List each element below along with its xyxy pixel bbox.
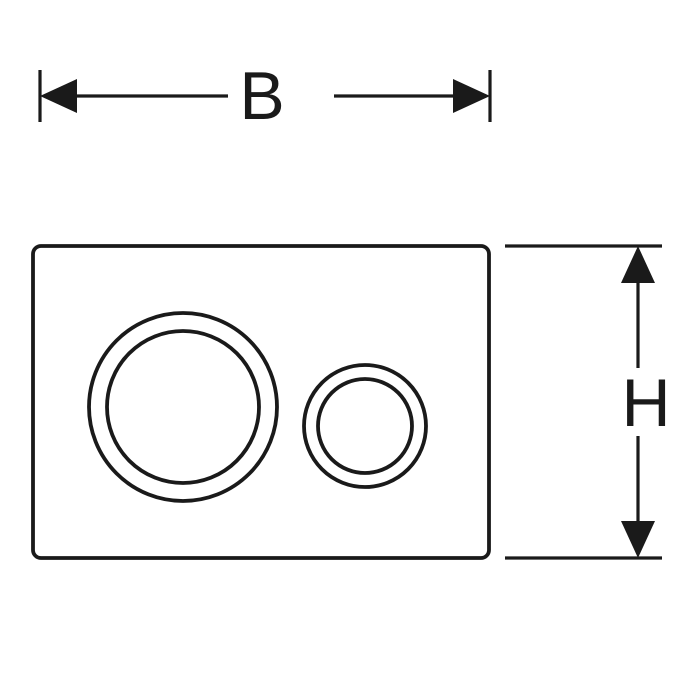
large-button-inner-circle	[105, 329, 261, 485]
dimension-h: H	[505, 244, 671, 560]
dimension-b: B	[38, 58, 492, 134]
dimension-b-label: B	[239, 58, 284, 134]
arrowhead-left-icon	[40, 79, 77, 113]
arrowhead-down-icon	[621, 521, 655, 558]
small-flush-button	[302, 363, 428, 489]
large-flush-button	[87, 311, 279, 503]
arrowhead-right-icon	[453, 79, 490, 113]
arrowhead-up-icon	[621, 246, 655, 283]
small-button-inner-circle	[316, 377, 414, 475]
flush-plate	[31, 244, 491, 560]
dimension-h-label: H	[621, 365, 670, 441]
